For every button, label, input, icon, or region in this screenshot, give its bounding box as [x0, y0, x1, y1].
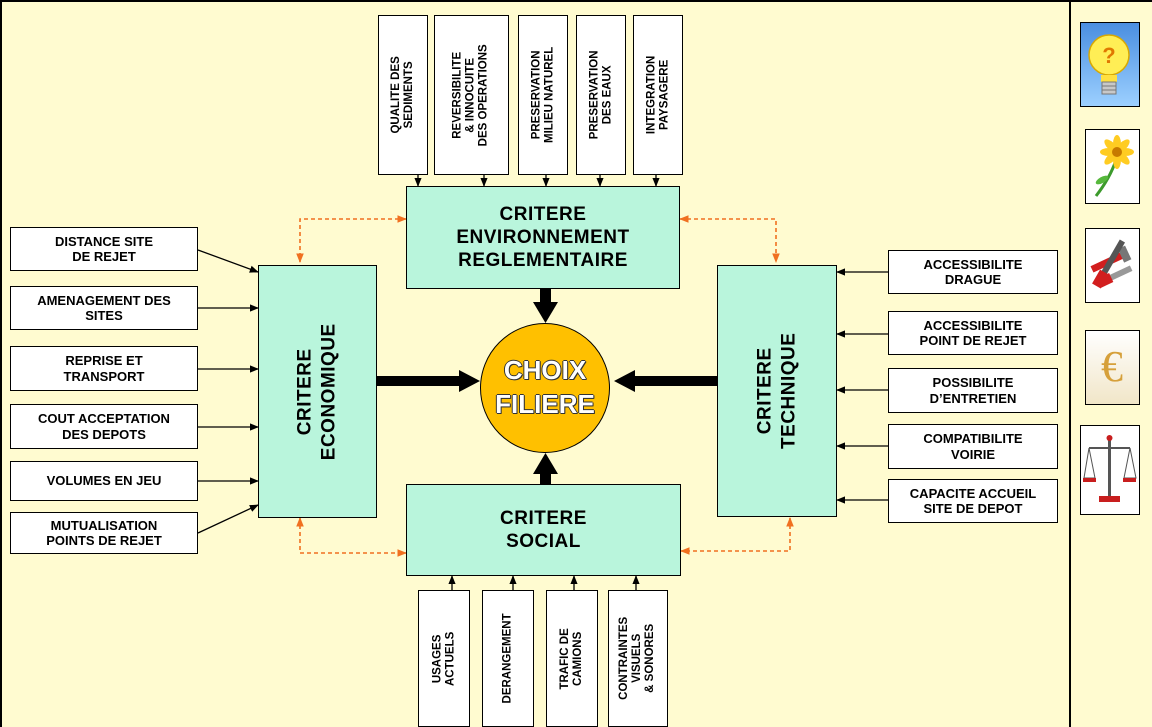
flower-icon	[1085, 129, 1140, 204]
bottom-factor-truck-traffic: TRAFIC DE CAMIONS	[546, 590, 598, 727]
right-factor-deposit-capacity: CAPACITE ACCUEIL SITE DE DEPOT	[888, 479, 1058, 523]
bottom-factor-arrows	[448, 575, 640, 590]
right-factor-maintenance: POSSIBILITE D’ENTRETIEN	[888, 368, 1058, 413]
svg-text:?: ?	[1102, 43, 1115, 68]
top-factor-label: QUALITE DES SEDIMENTS	[390, 56, 415, 134]
bottom-factor-current-uses: USAGES ACTUELS	[418, 590, 470, 727]
bottom-factor-label: DERANGEMENT	[501, 613, 514, 704]
svg-text:€: €	[1101, 342, 1123, 391]
top-factor-label: INTEGRATION PAYSAGERE	[645, 55, 670, 135]
right-factor-discharge-access: ACCESSIBILITE POINT DE REJET	[888, 311, 1058, 355]
left-factor-label: AMENAGEMENT DES SITES	[37, 292, 171, 323]
right-factor-label: ACCESSIBILITE POINT DE REJET	[919, 317, 1027, 348]
bottom-factor-label: CONTRAINTES VISUELS & SONORES	[618, 616, 657, 701]
top-factor-label: REVERSIBILITE & INNOCUITE DES OPERATIONS	[452, 43, 490, 147]
right-factor-arrows	[836, 268, 888, 504]
criterion-economic: CRITERE ECONOMIQUE	[258, 265, 377, 518]
criterion-social-label: CRITERE SOCIAL	[500, 507, 587, 552]
top-factor-label: PRESERVATION DES EAUX	[588, 50, 614, 140]
bottom-factor-disturbance: DERANGEMENT	[482, 590, 534, 727]
right-factor-dredge-access: ACCESSIBILITE DRAGUE	[888, 250, 1058, 294]
left-factor-transport: REPRISE ET TRANSPORT	[10, 346, 198, 391]
choice-label: CHOIX FILIERE	[495, 355, 595, 419]
criterion-environment: CRITERE ENVIRONNEMENT REGLEMENTAIRE	[406, 186, 680, 289]
left-factor-label: MUTUALISATION POINTS DE REJET	[46, 517, 162, 548]
bottom-factor-label: USAGES ACTUELS	[431, 631, 456, 686]
left-factor-site-layout: AMENAGEMENT DES SITES	[10, 286, 198, 330]
right-factor-road-compatibility: COMPATIBILITE VOIRIE	[888, 424, 1058, 469]
bottom-factor-label: TRAFIC DE CAMIONS	[559, 627, 584, 690]
scales-icon	[1080, 425, 1140, 515]
left-factor-label: DISTANCE SITE DE REJET	[55, 233, 153, 264]
top-factor-water-preservation: PRESERVATION DES EAUX	[576, 15, 626, 175]
main-arrows	[377, 289, 717, 484]
choice-circle: CHOIX FILIERE	[480, 323, 610, 453]
right-factor-label: CAPACITE ACCUEIL SITE DE DEPOT	[909, 485, 1037, 516]
top-factor-label: PRESERVATION MILIEU NATUREL	[530, 46, 556, 144]
dashed-links	[296, 215, 794, 557]
criterion-social: CRITERE SOCIAL	[406, 484, 681, 576]
criterion-environment-label: CRITERE ENVIRONNEMENT REGLEMENTAIRE	[456, 203, 630, 272]
tools-icon	[1085, 228, 1140, 303]
left-factor-volumes: VOLUMES EN JEU	[10, 461, 198, 501]
top-factor-reversibility: REVERSIBILITE & INNOCUITE DES OPERATIONS	[434, 15, 509, 175]
top-factor-sediment-quality: QUALITE DES SEDIMENTS	[378, 15, 428, 175]
right-factor-label: ACCESSIBILITE DRAGUE	[923, 256, 1023, 287]
lightbulb-question-icon: ?	[1080, 22, 1140, 107]
criterion-technical-label: CRITERE TECHNIQUE	[754, 332, 799, 450]
left-factor-arrows	[197, 249, 259, 534]
criterion-technical: CRITERE TECHNIQUE	[717, 265, 837, 517]
left-factor-acceptance-cost: COUT ACCEPTATION DES DEPOTS	[10, 404, 198, 449]
left-factor-label: REPRISE ET TRANSPORT	[63, 353, 145, 384]
criterion-economic-label: CRITERE ECONOMIQUE	[294, 323, 340, 460]
left-factor-pooling: MUTUALISATION POINTS DE REJET	[10, 512, 198, 554]
right-factor-label: COMPATIBILITE VOIRIE	[923, 431, 1023, 462]
top-factor-landscape: INTEGRATION PAYSAGERE	[633, 15, 683, 175]
left-factor-label: COUT ACCEPTATION DES DEPOTS	[38, 411, 170, 442]
right-factor-label: POSSIBILITE D’ENTRETIEN	[929, 375, 1017, 406]
euro-icon: €	[1085, 330, 1140, 405]
top-factor-arrows	[414, 175, 660, 187]
sidebar-divider	[1069, 0, 1071, 727]
left-factor-distance: DISTANCE SITE DE REJET	[10, 227, 198, 271]
left-factor-label: VOLUMES EN JEU	[46, 473, 162, 489]
bottom-factor-visual-noise: CONTRAINTES VISUELS & SONORES	[608, 590, 668, 727]
top-factor-natural-environment: PRESERVATION MILIEU NATUREL	[518, 15, 568, 175]
